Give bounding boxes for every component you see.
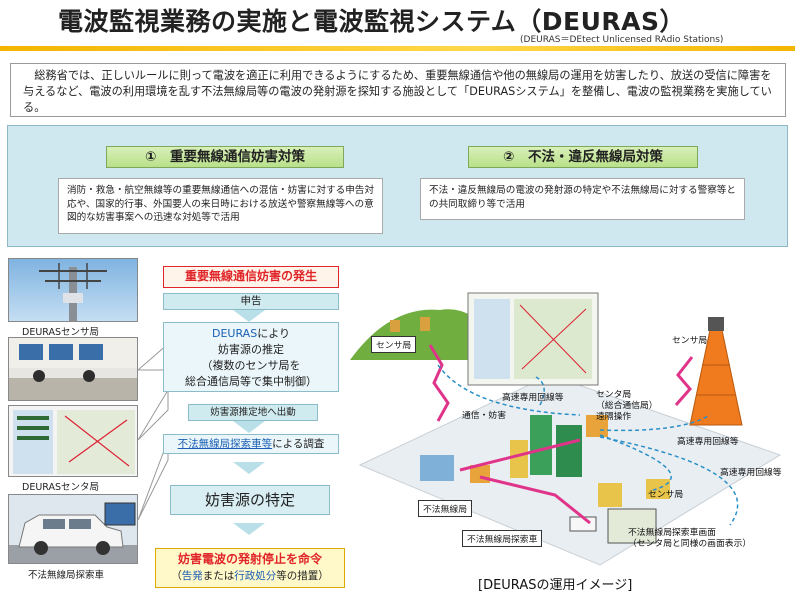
flow-step-order-line1: 妨害電波の発射停止を命令: [177, 552, 322, 566]
label-sensor-hill: センサ局: [371, 336, 417, 353]
measure-2-heading: ② 不法・違反無線局対策: [468, 146, 698, 168]
label-center-line2: （総合通信局）: [596, 401, 658, 411]
flow-step-estimate-line3: （複数のセンサ局を: [201, 359, 301, 372]
center-room-photo: [8, 337, 138, 401]
measure-1-heading: ① 重要無線通信妨害対策: [106, 146, 344, 168]
label-vehicle-screen-line2: （センタ局と同様の画面表示）: [628, 539, 752, 549]
admin-action-highlight: 行政処分: [234, 570, 277, 582]
flow-step-interference: 重要無線通信妨害の発生: [163, 266, 339, 288]
intro-text: 総務省では、正しいルールに則って電波を適正に利用できるようにするため、重要無線通…: [10, 63, 786, 117]
measure-2-body: 不法・違反無線局の電波の発射源の特定や不法無線局に対する警察等との共同取締り等で…: [420, 178, 745, 220]
label-center-line1: センタ局: [596, 390, 632, 400]
operation-illustration: [350, 292, 782, 566]
label-center-line3: 遠隔操作: [596, 412, 632, 422]
flow-step-identify: 妨害源の特定: [170, 485, 330, 515]
flow-arrow-dispatch: 妨害源推定地へ出動: [188, 404, 318, 421]
flow-arrow-down-4: [233, 523, 265, 535]
flow-step-order: 妨害電波の発射停止を命令 （告発または行政処分等の措置）: [155, 548, 345, 588]
measures-text: 等の措置）: [276, 570, 329, 582]
label-sensor-tower: センサ局: [672, 336, 708, 346]
center-station-caption: DEURASセンタ局: [22, 482, 100, 493]
measures-panel: ① 重要無線通信妨害対策 消防・救急・航空無線等の重要無線通信への混信・妨害に対…: [7, 125, 788, 247]
label-line-top: 高速専用回線等: [502, 393, 564, 403]
flow-arrow-down-3: [233, 462, 265, 474]
label-sensor-mid: センサ局: [648, 490, 684, 500]
label-vehicle-screen-line1: 不法無線局探索車画面: [628, 528, 716, 538]
label-illegal-station: 不法無線局: [418, 500, 472, 517]
page-title: 電波監視業務の実施と電波監視システム（DEURAS）: [58, 7, 685, 36]
sensor-station-caption: DEURASセンサ局: [22, 327, 100, 338]
flow-arrow-report: 申告: [163, 293, 339, 310]
center-screen-photo: [8, 405, 138, 477]
flow-arrow-down-2: [233, 421, 265, 433]
label-interference: 通信・妨害: [462, 411, 506, 421]
flow-step-estimate-line2: 妨害源の推定: [218, 343, 284, 356]
search-vehicle-photo: [8, 494, 138, 564]
label-line-right-1: 高速専用回線等: [677, 437, 739, 447]
or-text: または: [202, 570, 235, 582]
flow-step-estimate-line1: により: [257, 327, 290, 340]
flow-arrow-down-1: [233, 310, 265, 322]
label-center: センタ局 （総合通信局） 遠隔操作: [596, 390, 658, 423]
flow-step-estimate: DEURASにより 妨害源の推定 （複数のセンサ局を 総合通信局等で集中制御）: [163, 322, 339, 392]
accusation-highlight: 告発: [181, 570, 203, 582]
search-vehicle-caption: 不法無線局探索車: [28, 570, 105, 581]
illustration-caption: [DEURASの運用イメージ]: [478, 578, 633, 593]
flow-step-investigate-rest: による調査: [272, 438, 325, 450]
label-vehicle-screen: 不法無線局探索車画面 （センタ局と同様の画面表示）: [628, 528, 751, 550]
label-search-vehicle: 不法無線局探索車: [462, 530, 543, 547]
title-underline: [0, 46, 795, 51]
callout-connectors: [136, 342, 169, 521]
sensor-station-photo: [8, 258, 138, 322]
search-vehicle-highlight: 不法無線局探索車等: [177, 438, 273, 450]
paren-open: （: [171, 570, 182, 582]
page-subtitle: (DEURAS＝DEtect Unlicensed RAdio Stations…: [520, 35, 724, 45]
deuras-highlight: DEURAS: [212, 327, 258, 340]
flow-step-investigate: 不法無線局探索車等による調査: [163, 434, 339, 454]
flow-step-estimate-line4: 総合通信局等で集中制御）: [185, 375, 317, 388]
label-line-right-2: 高速専用回線等: [720, 468, 782, 478]
measure-1-body: 消防・救急・航空無線等の重要無線通信への混信・妨害に対する申告対応や、国家的行事…: [58, 178, 383, 234]
